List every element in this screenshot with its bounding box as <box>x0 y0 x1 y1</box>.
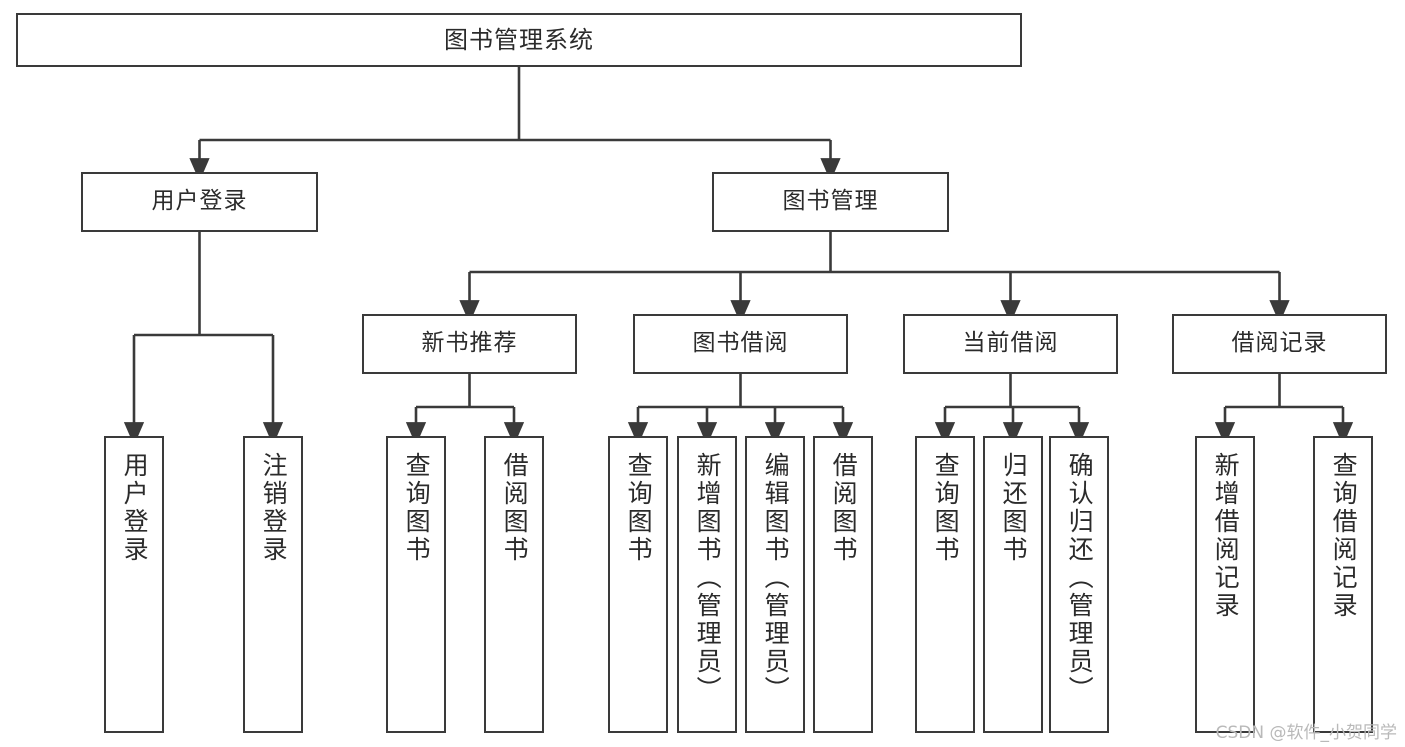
node-leaf-add-rec[interactable]: 新增借阅记录 <box>1195 436 1255 733</box>
node-label: 图书管理系统 <box>444 25 594 54</box>
node-label: 借阅图书 <box>500 452 530 564</box>
node-new-book-rec[interactable]: 新书推荐 <box>362 314 577 374</box>
node-label: 借阅记录 <box>1231 330 1328 357</box>
node-label: 查询图书 <box>402 452 432 564</box>
node-user-login[interactable]: 用户登录 <box>81 172 318 232</box>
node-current-borrow[interactable]: 当前借阅 <box>903 314 1118 374</box>
edge-paths <box>123 67 1354 446</box>
node-leaf-logout[interactable]: 注销登录 <box>243 436 303 733</box>
node-label: 查询图书 <box>624 452 654 564</box>
node-label: 新书推荐 <box>421 330 518 357</box>
node-label: 图书管理 <box>782 188 879 215</box>
node-leaf-edit-book[interactable]: 编辑图书（管理员） <box>745 436 805 733</box>
node-label: 当前借阅 <box>962 330 1059 357</box>
node-leaf-add-book[interactable]: 新增图书（管理员） <box>677 436 737 733</box>
node-label: 新增图书（管理员） <box>693 452 723 704</box>
node-root[interactable]: 图书管理系统 <box>16 13 1022 67</box>
node-label: 新增借阅记录 <box>1211 452 1241 620</box>
node-label: 借阅图书 <box>829 452 859 564</box>
node-label: 图书借阅 <box>692 330 789 357</box>
node-book-manage[interactable]: 图书管理 <box>712 172 949 232</box>
node-label: 归还图书 <box>999 452 1029 564</box>
watermark: CSDN @软件_小贺同学 <box>1215 723 1397 743</box>
node-label: 查询图书 <box>931 452 961 564</box>
node-leaf-borrow-2[interactable]: 借阅图书 <box>813 436 873 733</box>
node-label: 查询借阅记录 <box>1329 452 1359 620</box>
node-label: 编辑图书（管理员） <box>761 452 791 704</box>
node-label: 用户登录 <box>120 452 150 564</box>
node-leaf-query-rec[interactable]: 查询借阅记录 <box>1313 436 1373 733</box>
node-label: 用户登录 <box>151 188 248 215</box>
node-leaf-user-login[interactable]: 用户登录 <box>104 436 164 733</box>
node-label: 注销登录 <box>259 452 289 564</box>
node-leaf-borrow-1[interactable]: 借阅图书 <box>484 436 544 733</box>
node-book-borrow[interactable]: 图书借阅 <box>633 314 848 374</box>
node-leaf-confirm[interactable]: 确认归还（管理员） <box>1049 436 1109 733</box>
node-leaf-query-2[interactable]: 查询图书 <box>608 436 668 733</box>
node-leaf-query-1[interactable]: 查询图书 <box>386 436 446 733</box>
node-leaf-query-3[interactable]: 查询图书 <box>915 436 975 733</box>
node-borrow-record[interactable]: 借阅记录 <box>1172 314 1387 374</box>
node-leaf-return[interactable]: 归还图书 <box>983 436 1043 733</box>
node-label: 确认归还（管理员） <box>1065 452 1095 704</box>
